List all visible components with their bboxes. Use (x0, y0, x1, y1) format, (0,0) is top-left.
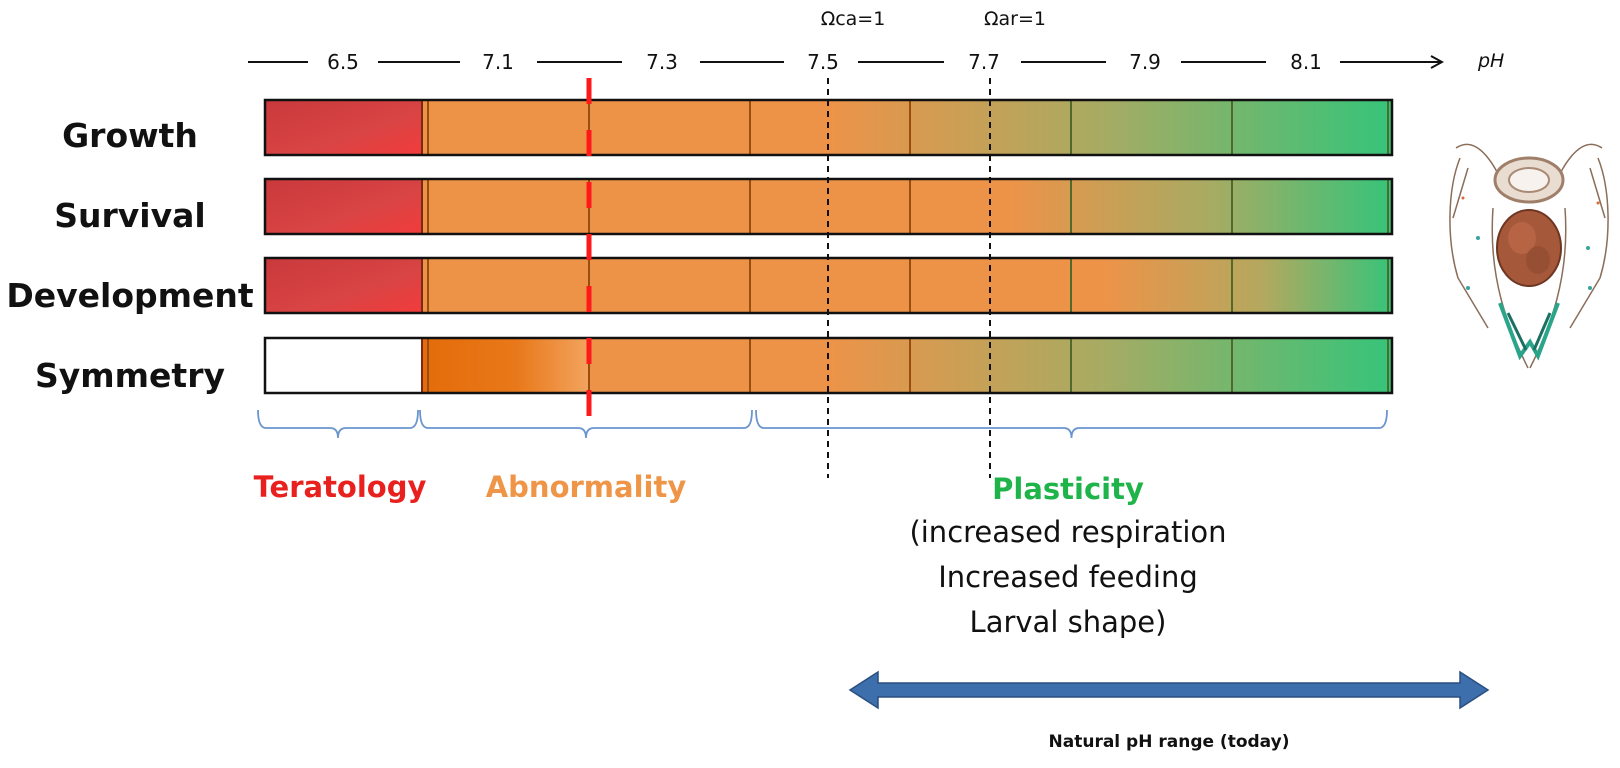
tick-label: 7.7 (968, 50, 1000, 74)
teratology-segment (265, 100, 422, 155)
row-label-symmetry: Symmetry (35, 356, 225, 395)
axis-unit-label: pH (1478, 50, 1505, 72)
zone-label-plasticity: Plasticity (992, 472, 1144, 506)
natural-range-arrow (848, 670, 1490, 710)
abnormality-segment (422, 179, 750, 234)
pluteus-larva-illustration (1449, 143, 1609, 369)
tick-label: 8.1 (1290, 50, 1322, 74)
brace-plasticity (755, 409, 1388, 439)
tick-label: 7.3 (646, 50, 678, 74)
teratology-segment-empty (265, 338, 422, 393)
plasticity-line: Larval shape) (969, 605, 1167, 639)
brace-teratology (257, 409, 419, 439)
plasticity-line: Increased feeding (938, 560, 1198, 594)
tick-label: 7.1 (482, 50, 514, 74)
bar-outline (263, 336, 1394, 395)
brace-abnormality (419, 409, 753, 439)
omega-aragonite-label: Ωar=1 (984, 8, 1046, 30)
abnormality-segment (422, 100, 750, 155)
omega-calcite-label: Ωca=1 (820, 8, 886, 30)
tick-label: 7.5 (807, 50, 839, 74)
teratology-segment (265, 258, 422, 313)
response-bar-growth (263, 98, 1394, 157)
row-label-growth: Growth (62, 116, 198, 155)
zone-label-abnormality: Abnormality (485, 470, 687, 504)
row-label-development: Development (6, 276, 254, 315)
zone-label-teratology: Teratology (253, 470, 427, 504)
response-bars (263, 98, 1394, 395)
zone-braces (257, 409, 1388, 439)
abnormality-segment (422, 258, 750, 313)
response-bar-symmetry (263, 336, 1394, 395)
teratology-segment (265, 179, 422, 234)
plasticity-description: (increased respiration Increased feeding… (858, 510, 1278, 645)
natural-range-label: Natural pH range (today) (1048, 732, 1290, 752)
abnormality-segment-dark (422, 338, 590, 393)
response-bar-survival (263, 177, 1394, 236)
abnormality-segment (590, 338, 750, 393)
saturation-threshold-lines (586, 78, 991, 478)
response-bar-development (263, 256, 1394, 315)
plasticity-line: (increased respiration (909, 515, 1227, 549)
tick-label: 7.9 (1129, 50, 1161, 74)
natural-range-double-arrow (848, 670, 1490, 710)
tick-label: 6.5 (327, 50, 359, 74)
row-label-survival: Survival (54, 196, 206, 235)
